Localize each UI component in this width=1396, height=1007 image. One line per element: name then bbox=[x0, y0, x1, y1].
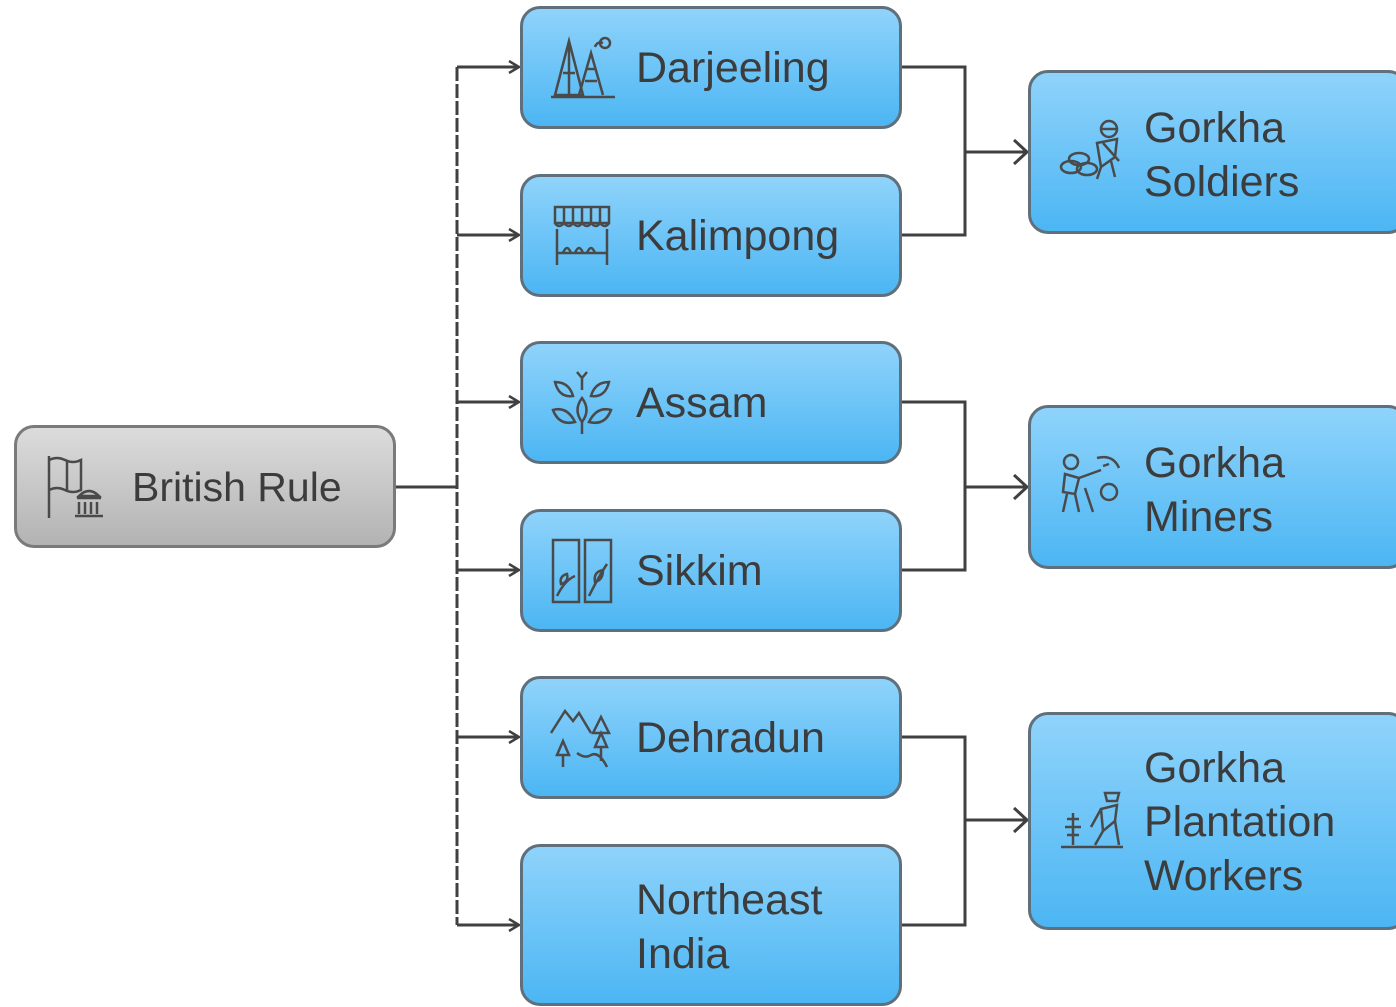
node-dehradun[interactable]: Dehradun bbox=[520, 676, 902, 799]
connector-darjeeling-kalimpong-to-soldiers bbox=[901, 65, 1027, 237]
connector-dehradun-northeast-to-plantation bbox=[901, 735, 1027, 927]
miner-icon bbox=[1057, 452, 1127, 522]
wall-panels-plant-icon bbox=[547, 536, 617, 606]
node-label: Northeast India bbox=[636, 876, 823, 978]
node-darjeeling[interactable]: Darjeeling bbox=[520, 6, 902, 129]
node-assam[interactable]: Assam bbox=[520, 341, 902, 464]
node-sikkim[interactable]: Sikkim bbox=[520, 509, 902, 632]
node-label: Gorkha Miners bbox=[1144, 439, 1286, 541]
market-stall-icon bbox=[547, 201, 617, 271]
node-label: British Rule bbox=[132, 464, 342, 510]
node-label: Sikkim bbox=[636, 547, 763, 595]
node-gorkha-miners[interactable]: Gorkha Miners bbox=[1028, 405, 1396, 569]
node-kalimpong[interactable]: Kalimpong bbox=[520, 174, 902, 297]
node-label: Darjeeling bbox=[636, 44, 830, 92]
mountain-trees-icon bbox=[547, 33, 617, 103]
soldier-icon bbox=[1057, 117, 1127, 187]
connector-assam-sikkim-to-miners bbox=[901, 400, 1027, 572]
node-label: Gorkha Soldiers bbox=[1144, 104, 1300, 206]
node-label: Assam bbox=[636, 379, 768, 427]
tea-leaves-icon bbox=[547, 368, 617, 438]
node-label: Gorkha Plantation Workers bbox=[1144, 744, 1336, 900]
flag-government-building-icon bbox=[43, 452, 113, 522]
node-northeast-india[interactable]: Northeast India bbox=[520, 844, 902, 1006]
node-label: Kalimpong bbox=[636, 212, 840, 260]
node-label: Dehradun bbox=[636, 714, 825, 762]
mountain-forest-icon bbox=[547, 703, 617, 773]
node-gorkha-plantation-workers[interactable]: Gorkha Plantation Workers bbox=[1028, 712, 1396, 930]
node-british-rule[interactable]: British Rule bbox=[14, 425, 396, 548]
node-gorkha-soldiers[interactable]: Gorkha Soldiers bbox=[1028, 70, 1396, 234]
plantation-worker-icon bbox=[1057, 787, 1127, 857]
